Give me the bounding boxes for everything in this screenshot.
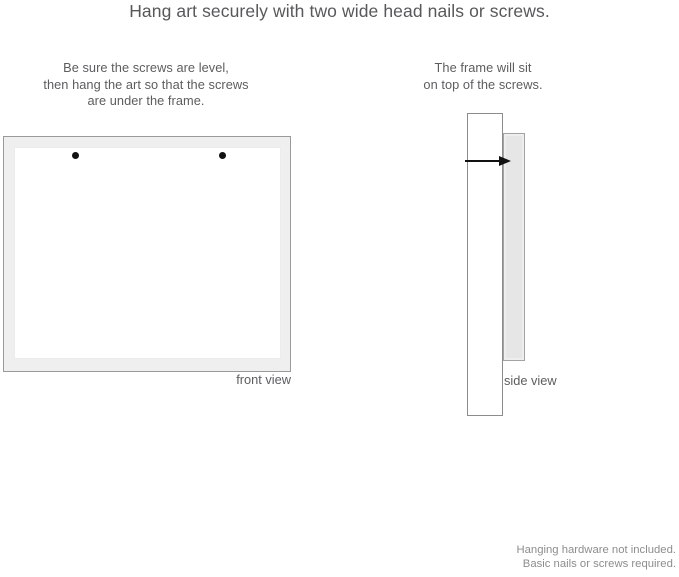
front-view-caption-line-3: are under the frame. <box>87 93 205 108</box>
side-view-caption-line-1: The frame will sit <box>434 60 532 75</box>
side-view-diagram: side view <box>455 108 635 428</box>
side-view-caption-block: The frame will sit on top of the screws. <box>383 60 583 93</box>
page-title: Hang art securely with two wide head nai… <box>129 1 550 21</box>
front-view-caption-line-2: then hang the art so that the screws <box>43 76 249 92</box>
screw-dot-right <box>219 152 226 159</box>
disclaimer-line-2: Basic nails or screws required. <box>522 558 676 570</box>
front-view-caption-line-1: Be sure the screws are level, <box>63 60 229 75</box>
screw-head-icon <box>499 156 511 166</box>
side-view-caption-line-2: on top of the screws. <box>423 76 543 92</box>
screw-shaft-icon <box>465 160 507 162</box>
wall-cross-section <box>467 113 503 416</box>
disclaimer-block: Hanging hardware not included. Basic nai… <box>516 543 676 571</box>
disclaimer-line-1: Hanging hardware not included. <box>516 544 676 556</box>
front-view-diagram <box>3 136 291 372</box>
frame-cross-section-face <box>506 136 522 358</box>
front-view-label: front view <box>236 372 291 387</box>
side-view-label: side view <box>504 373 557 388</box>
picture-frame-artwork-area <box>15 148 280 358</box>
front-view-caption-block: Be sure the screws are level, then hang … <box>0 60 292 110</box>
screw-dot-left <box>72 152 79 159</box>
